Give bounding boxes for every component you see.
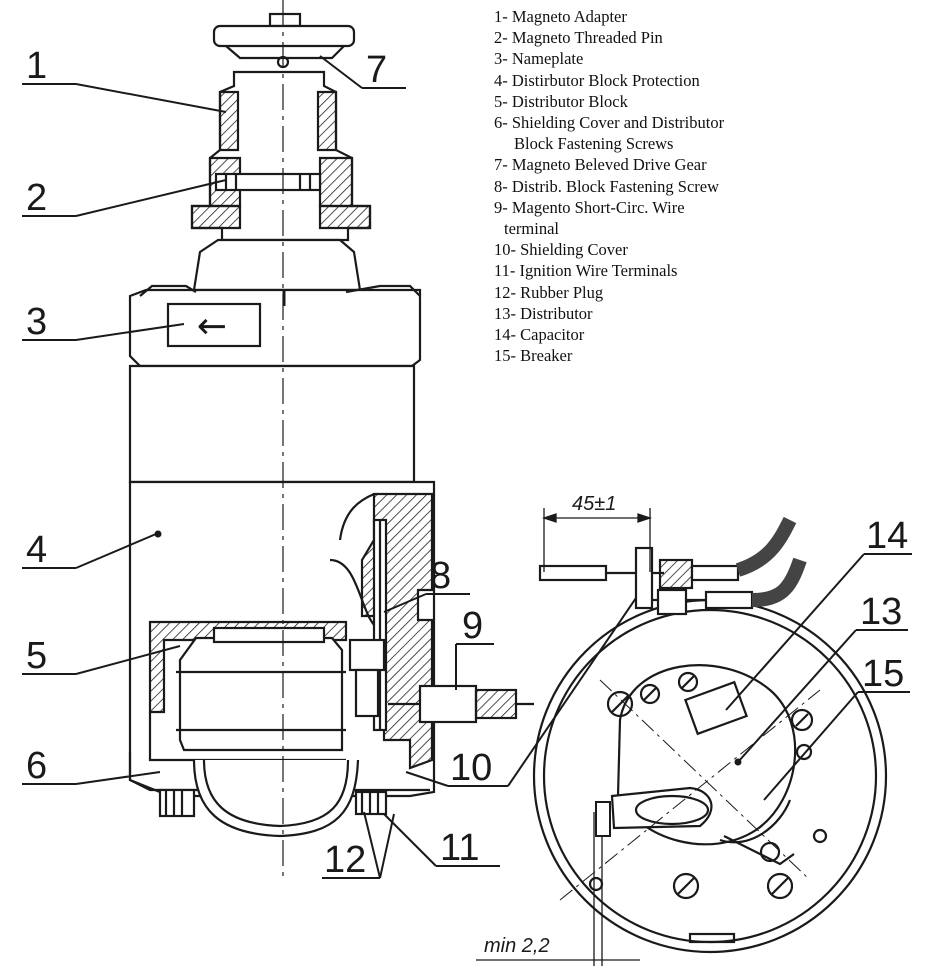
legend-item-6: 6- Shielding Cover and Distributor [494,113,725,133]
legend-item-8: 8- Distrib. Block Fastening Screw [494,176,720,196]
leader-lines [22,55,912,879]
legend-item-3: 3- Nameplate [494,49,584,69]
dimension-45-label: 45±1 [572,493,616,515]
dimension-min-gap-label: min 2,2 [484,935,550,957]
legend-item-13: 13- Distributor [494,303,593,323]
callout-14: 14 [866,515,908,557]
legend-item-9-continuation: terminal [504,219,559,239]
nameplate-arrow: ← [197,306,227,347]
housing-upper [128,284,422,368]
callout-5: 5 [26,635,47,677]
legend-item-6-continuation: Block Fastening Screws [514,134,674,154]
section-cutaway [128,492,534,838]
legend-item-12: 12- Rubber Plug [494,282,604,302]
callout-15: 15 [862,653,904,695]
callout-4: 4 [26,529,47,571]
magneto-adapter [190,70,372,242]
callout-10: 10 [450,747,492,789]
dimension-45 [541,508,653,572]
legend-item-7: 7- Magneto Beleved Drive Gear [494,155,707,175]
parts-legend: 1- Magneto Adapter 2- Magneto Threaded P… [494,6,724,366]
callout-9: 9 [462,605,483,647]
ignition-leads [538,516,807,616]
dimension-min-gap [476,801,640,966]
callout-3: 3 [26,301,47,343]
callout-2: 2 [26,177,47,219]
callout-7: 7 [366,49,387,91]
callout-13: 13 [860,591,902,633]
callout-1: 1 [26,45,47,87]
legend-item-10: 10- Shielding Cover [494,240,628,260]
legend-item-14: 14- Capacitor [494,325,585,345]
callout-11: 11 [440,827,479,869]
callout-6: 6 [26,745,47,787]
legend-item-4: 4- Distirbutor Block Protection [494,70,700,90]
callout-8: 8 [430,555,451,597]
legend-item-2: 2- Magneto Threaded Pin [494,28,663,48]
legend-item-15: 15- Breaker [494,346,573,366]
housing-neck [192,238,362,292]
legend-item-9: 9- Magento Short-Circ. Wire [494,197,685,217]
callout-12: 12 [324,839,366,881]
distributor-end-view [532,598,888,954]
legend-item-5: 5- Distributor Block [494,91,628,111]
legend-item-11: 11- Ignition Wire Terminals [494,261,678,281]
drive-gear [212,12,356,69]
legend-item-1: 1- Magneto Adapter [494,7,627,26]
